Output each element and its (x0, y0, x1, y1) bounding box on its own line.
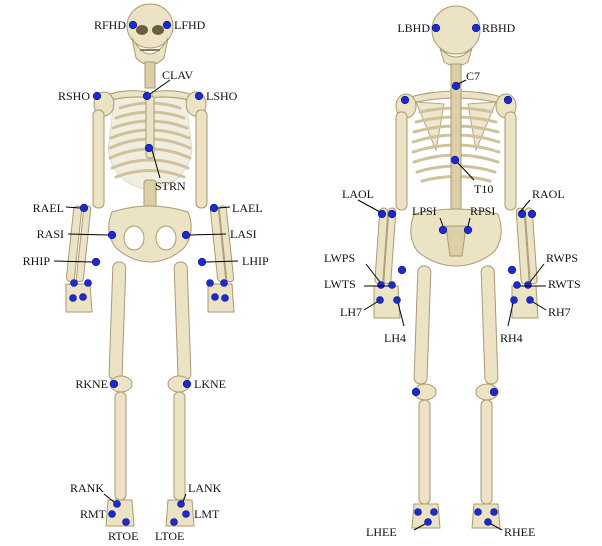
label-t10: T10 (474, 182, 493, 196)
marker-rank (114, 501, 121, 508)
marker-rwts (514, 282, 521, 289)
marker-left-wrist-b (221, 280, 228, 287)
label-ltoe: LTOE (155, 529, 184, 543)
marker-lmt (183, 511, 190, 518)
marker-rpsi (464, 226, 472, 234)
label-rael: RAEL (33, 201, 64, 215)
marker-lasi (182, 231, 190, 239)
marker-clav (143, 92, 151, 100)
marker-lhip (198, 258, 206, 266)
label-rwts: RWTS (548, 277, 581, 291)
label-rank: RANK (70, 481, 104, 495)
marker-lwts (389, 282, 396, 289)
marker-rwps (525, 282, 532, 289)
label-lank: LANK (188, 481, 222, 495)
label-rh7: RH7 (548, 305, 571, 319)
label-rh4: RH4 (500, 331, 523, 345)
marker-right-hand-a (70, 295, 77, 302)
label-clav: CLAV (162, 68, 193, 82)
label-lbhd: LBHD (397, 21, 430, 35)
marker-rbhd (472, 24, 480, 32)
label-raol: RAOL (532, 187, 565, 201)
marker-right-wrist-b (85, 280, 92, 287)
label-rkne: RKNE (75, 377, 108, 391)
label-rmt: RMT (80, 507, 107, 521)
marker-rhip (92, 258, 100, 266)
marker-rh7 (527, 297, 534, 304)
label-strn: STRN (155, 179, 186, 193)
marker-lh7 (377, 297, 384, 304)
label-lasi: LASI (230, 227, 257, 241)
label-rhee: RHEE (504, 525, 535, 539)
label-lwps: LWPS (324, 251, 355, 265)
label-lfhd: LFHD (174, 18, 206, 32)
marker-lsho (195, 92, 203, 100)
label-lwts: LWTS (324, 277, 356, 291)
marker-rfhd (129, 21, 137, 29)
marker-lfhd (163, 21, 171, 29)
marker-left-wrist-a (207, 280, 214, 287)
marker-rh4 (511, 297, 518, 304)
marker-left-hand-a (212, 294, 219, 301)
marker-lwps (378, 282, 385, 289)
label-lh7: LH7 (340, 305, 362, 319)
marker-right-wrist-a (71, 280, 78, 287)
marker-left-knee-back (412, 388, 420, 396)
marker-raol-b (528, 210, 536, 218)
marker-lhee (425, 519, 432, 526)
label-rbhd: RBHD (482, 21, 516, 35)
label-rpsi: RPSI (470, 204, 495, 218)
label-lmt: LMT (194, 507, 220, 521)
label-lpsi: LPSI (412, 204, 437, 218)
marker-strn (145, 144, 153, 152)
marker-left-hip-back (398, 266, 406, 274)
label-lhip: LHIP (242, 254, 269, 268)
marker-lh4 (394, 297, 401, 304)
marker-lael (210, 204, 218, 212)
marker-right-knee-back (490, 388, 498, 396)
front-skeleton (66, 4, 234, 526)
marker-rmt (109, 511, 116, 518)
marker-rtoe (123, 519, 130, 526)
label-rhip: RHIP (23, 254, 51, 268)
label-rasi: RASI (37, 227, 64, 241)
marker-right-ankle-back-a (475, 509, 482, 516)
marker-lbhd (432, 24, 440, 32)
marker-raol (518, 210, 526, 218)
marker-right-hand-b (80, 294, 87, 301)
label-lhee: LHEE (366, 525, 397, 539)
label-rfhd: RFHD (94, 18, 126, 32)
label-c7: C7 (466, 69, 480, 83)
marker-ltoe (171, 519, 178, 526)
label-lh4: LH4 (384, 331, 406, 345)
marker-left-ankle-back-b (431, 509, 438, 516)
marker-right-shoulder-back (504, 96, 512, 104)
marker-left-ankle-back-a (415, 509, 422, 516)
marker-rasi (108, 231, 116, 239)
label-rwps: RWPS (546, 251, 578, 265)
label-lael: LAEL (232, 201, 263, 215)
label-lsho: LSHO (206, 89, 238, 103)
marker-right-hip-back (508, 266, 516, 274)
marker-left-shoulder-back (401, 96, 409, 104)
marker-right-ankle-back-b (491, 509, 498, 516)
marker-rsho (93, 92, 101, 100)
marker-lkne (183, 380, 191, 388)
marker-left-hand-b (222, 295, 229, 302)
label-rsho: RSHO (58, 89, 90, 103)
marker-rhee (485, 519, 492, 526)
marker-rkne (110, 380, 118, 388)
marker-rael (80, 204, 88, 212)
marker-lpsi (439, 226, 447, 234)
label-lkne: LKNE (194, 377, 226, 391)
label-laol: LAOL (342, 187, 374, 201)
marker-laol-b (388, 210, 396, 218)
label-rtoe: RTOE (108, 529, 138, 543)
